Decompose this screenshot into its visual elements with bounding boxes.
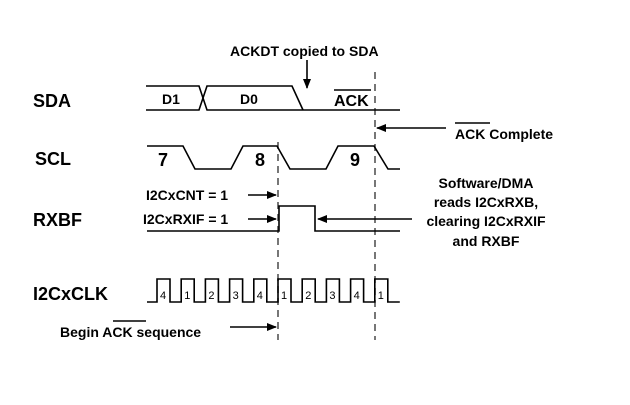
clk-count-label: 1 [184,290,190,302]
i2cxclk-count-labels: 4 1 2 3 4 1 2 3 4 1 [160,290,384,302]
clk-count-label: 1 [378,290,384,302]
clk-count-label: 2 [208,290,214,302]
svg-text:reads I2CxRXB,: reads I2CxRXB, [434,194,538,210]
sda-waveform [146,85,400,111]
i2cxclk-label: I2CxCLK [33,284,108,304]
sda-field-d1: D1 [162,91,180,107]
scl-waveform [147,145,400,170]
i2cxclk-waveform [147,278,400,303]
clk-count-label: 3 [233,290,239,302]
clk-count-label: 1 [281,290,287,302]
software-dma-note: Software/DMA reads I2CxRXB, clearing I2C… [426,175,545,249]
rxbf-waveform [147,205,400,232]
sda-field-d0: D0 [240,91,258,107]
scl-bit-8: 8 [255,150,265,170]
clk-count-label: 2 [305,290,311,302]
ack-complete-annotation: ACK Complete [455,126,553,142]
i2cxcnt-annotation: I2CxCNT = 1 [146,187,228,203]
ackdt-annotation: ACKDT copied to SDA [230,43,379,59]
begin-ack-annotation: Begin ACK sequence [60,324,201,340]
clk-count-label: 4 [354,290,360,302]
rxbf-label: RXBF [33,210,82,230]
clk-count-label: 4 [160,290,166,302]
svg-text:Software/DMA: Software/DMA [439,175,534,191]
clk-count-label: 3 [329,290,335,302]
scl-bit-9: 9 [350,150,360,170]
sda-field-ack: ACK [334,93,369,110]
scl-bit-7: 7 [158,150,168,170]
i2cxrxif-annotation: I2CxRXIF = 1 [143,211,228,227]
sda-label: SDA [33,91,71,111]
svg-text:and RXBF: and RXBF [453,233,520,249]
clk-count-label: 4 [257,290,263,302]
scl-label: SCL [35,149,71,169]
svg-text:clearing I2CxRXIF: clearing I2CxRXIF [426,213,545,229]
